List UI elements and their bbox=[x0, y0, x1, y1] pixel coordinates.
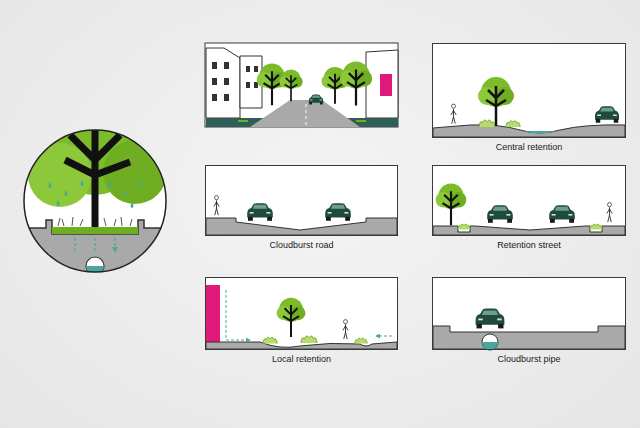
retention-street-scene bbox=[432, 165, 626, 236]
cloudburst-road-scene bbox=[205, 165, 398, 236]
panel-caption: Retention street bbox=[433, 240, 625, 250]
scene-panel: Cloudburst road bbox=[205, 165, 398, 236]
cloudburst-pipe-scene bbox=[432, 277, 626, 350]
panel-caption: Cloudburst pipe bbox=[433, 354, 625, 364]
street-scene bbox=[205, 43, 398, 127]
central-retention-scene bbox=[432, 43, 626, 138]
local-retention-scene bbox=[205, 277, 398, 350]
scene-panel: Cloudburst pipe bbox=[432, 277, 626, 350]
scene-panel: Local retention bbox=[205, 277, 398, 350]
panel-caption: Central retention bbox=[433, 142, 625, 152]
scene-panel: Retention street bbox=[432, 165, 626, 236]
scene-panel: Central retention bbox=[432, 43, 626, 138]
tree-bed-detail bbox=[20, 105, 170, 280]
panel-caption: Local retention bbox=[206, 354, 397, 364]
panel-caption: Cloudburst road bbox=[206, 240, 397, 250]
